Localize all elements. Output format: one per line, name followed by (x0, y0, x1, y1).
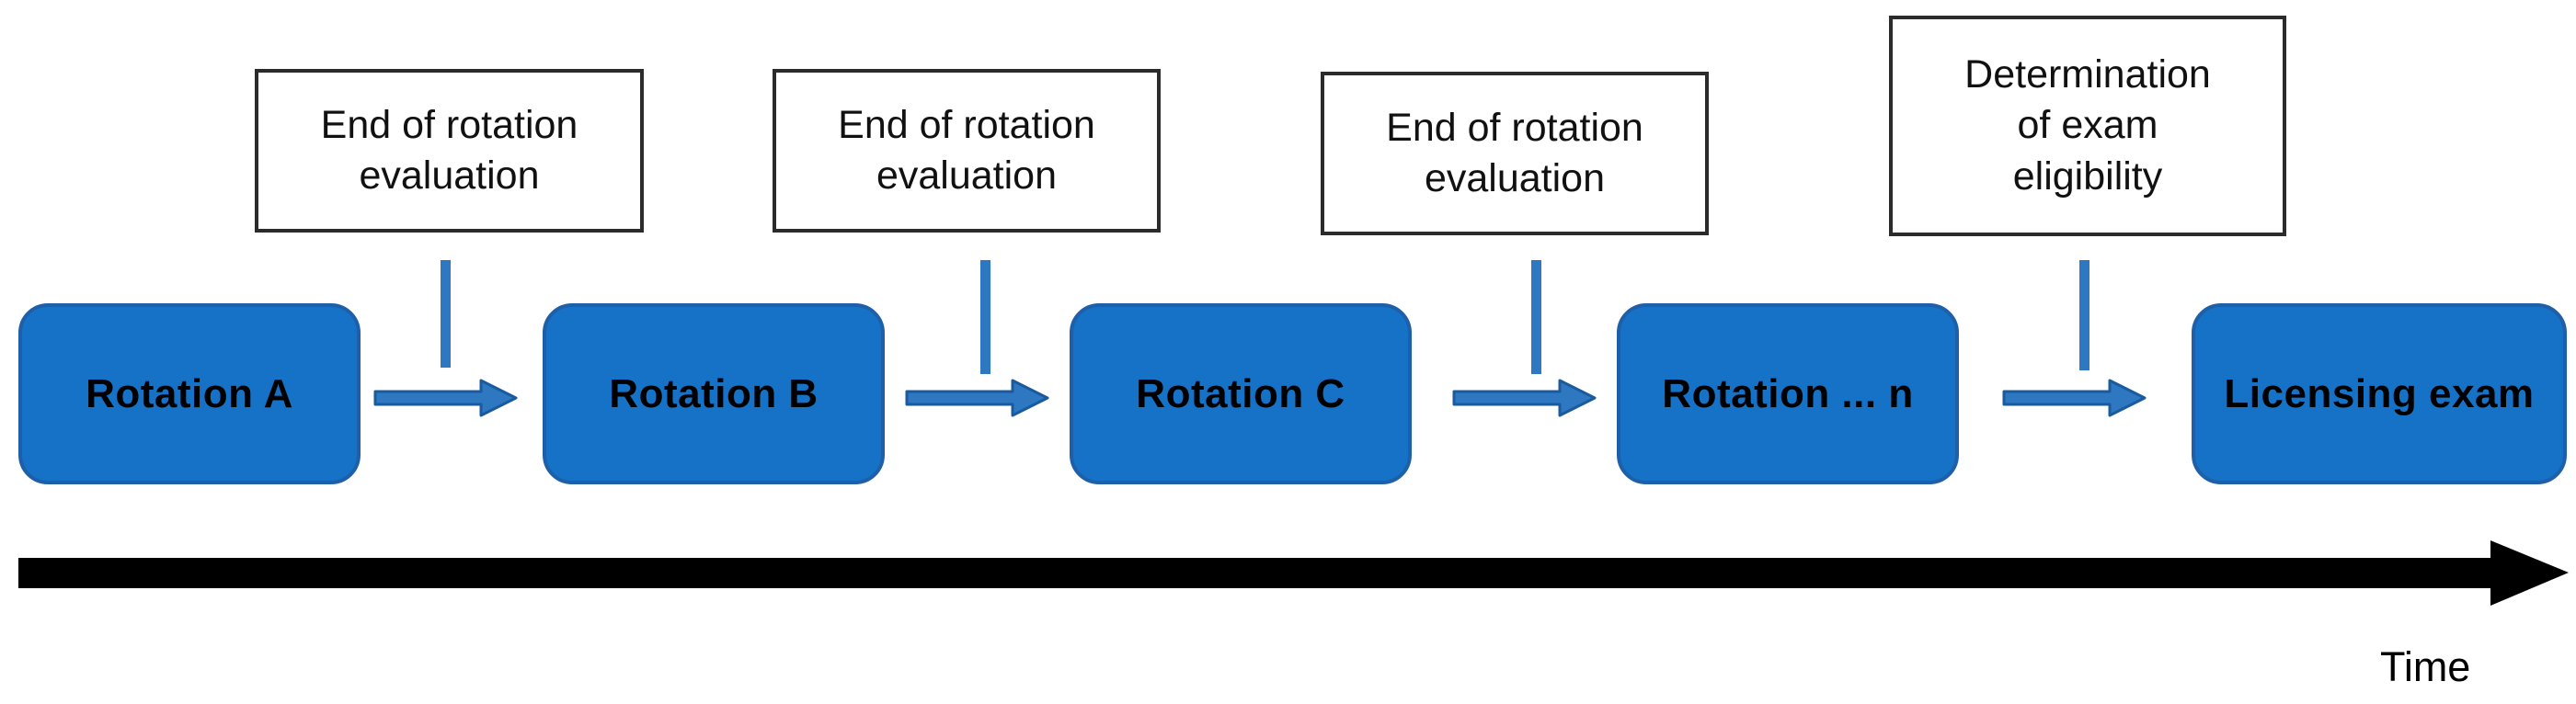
annotation-end-of-rotation-3: End of rotation evaluation (1321, 72, 1709, 235)
stage-label: Rotation B (609, 370, 819, 416)
stage-rotation-c: Rotation C (1070, 303, 1412, 484)
right-arrow-icon (1452, 379, 1597, 417)
stage-rotation-a: Rotation A (18, 303, 361, 484)
right-arrow-icon (373, 379, 518, 417)
stage-label: Licensing exam (2224, 370, 2535, 416)
right-arrow-icon (2002, 379, 2147, 417)
annotation-end-of-rotation-2: End of rotation evaluation (773, 69, 1161, 233)
annotation-line: Determination (1964, 52, 2211, 97)
annotation-end-of-rotation-1: End of rotation evaluation (255, 69, 644, 233)
annotation-tick-4 (2079, 260, 2089, 370)
annotation-line: End of rotation (1386, 105, 1643, 150)
stage-label: Rotation C (1136, 370, 1345, 416)
annotation-tick-3 (1531, 260, 1541, 374)
stage-rotation-b: Rotation B (543, 303, 885, 484)
stage-rotation-n: Rotation ... n (1617, 303, 1959, 484)
right-arrow-icon (905, 379, 1049, 417)
annotation-line: eligibility (2012, 153, 2163, 199)
stage-licensing-exam: Licensing exam (2192, 303, 2567, 484)
timeline-label: Time (2380, 643, 2471, 690)
annotation-tick-1 (441, 260, 451, 368)
annotation-tick-2 (980, 260, 990, 374)
annotation-line: evaluation (876, 153, 1058, 198)
annotation-line: of exam (2017, 103, 2158, 148)
stage-label: Rotation A (86, 370, 293, 416)
timeline-arrow-icon (18, 540, 2569, 606)
annotation-exam-eligibility: Determination of exam eligibility (1889, 16, 2286, 236)
annotation-line: End of rotation (320, 102, 578, 147)
annotation-line: End of rotation (838, 102, 1095, 147)
annotation-line: evaluation (1424, 156, 1606, 200)
annotation-line: evaluation (359, 153, 540, 198)
stage-label: Rotation ... n (1662, 370, 1914, 416)
